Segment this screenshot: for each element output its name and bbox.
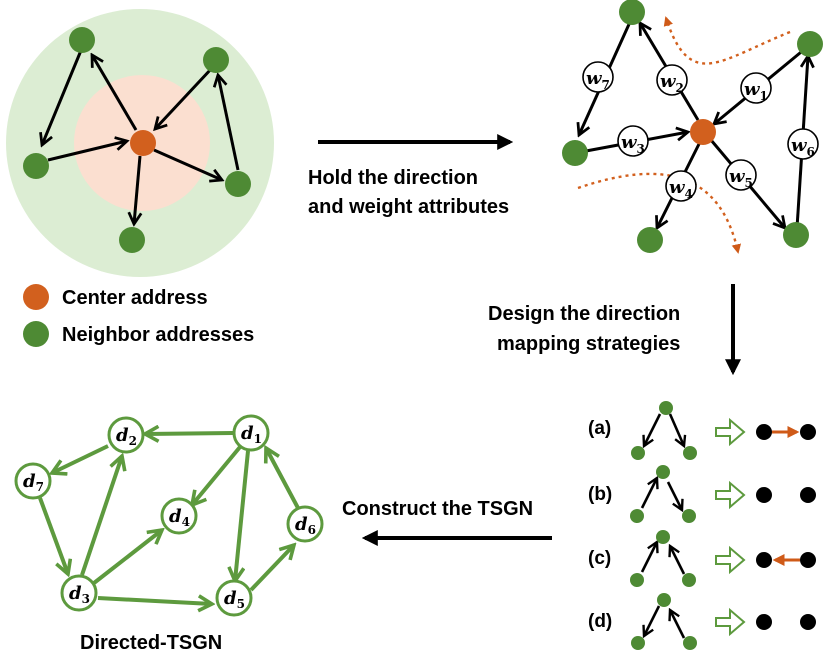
hold-label-line2: and weight attributes — [308, 196, 509, 218]
neighbor-node — [619, 0, 645, 25]
ego-edge — [92, 55, 138, 131]
svg-text:w7: w7 — [586, 68, 610, 92]
legend-neighbor-label: Neighbor addresses — [62, 324, 254, 346]
svg-text:w4: w4 — [669, 177, 693, 201]
weight-badge: w7 — [582, 61, 614, 93]
svg-text:d4: d4 — [169, 506, 190, 529]
construct-label: Construct the TSGN — [342, 498, 533, 520]
strategy-d: (d) — [588, 593, 816, 650]
neighbor-node — [797, 31, 823, 57]
ego-edge — [218, 75, 240, 171]
svg-text:w3: w3 — [621, 132, 645, 156]
strategy-b-label: (b) — [588, 484, 612, 505]
center-node — [130, 130, 156, 156]
ego-graph — [6, 9, 274, 277]
svg-text:w5: w5 — [729, 166, 753, 190]
tsgn-edge — [80, 456, 122, 576]
ego-edge — [134, 155, 140, 224]
tsgn-node-d3: d3 — [60, 574, 98, 612]
weighted-graph: w1 w2 w3 w4 w5 w6 w7 — [562, 0, 823, 254]
neighbor-node — [637, 227, 663, 253]
strategy-a-label: (a) — [588, 418, 611, 439]
svg-text:d5: d5 — [224, 588, 245, 611]
center-node — [690, 119, 716, 145]
tsgn-node-d6: d6 — [286, 505, 324, 543]
hold-label-line1: Hold the direction — [308, 167, 478, 189]
neighbor-node — [562, 140, 588, 166]
strategy-d-label: (d) — [588, 611, 612, 632]
svg-text:d2: d2 — [116, 425, 137, 448]
tsgn-edge — [192, 445, 242, 505]
svg-text:d3: d3 — [69, 583, 90, 606]
svg-text:d6: d6 — [295, 514, 316, 537]
svg-text:w1: w1 — [744, 79, 768, 103]
transform-arrow — [715, 480, 746, 510]
weight-badge: w4 — [665, 170, 697, 202]
neighbor-node — [225, 171, 251, 197]
legend-center-label: Center address — [62, 287, 208, 309]
tsgn-edge — [52, 444, 109, 473]
directed-tsgn-title: Directed-TSGN — [80, 632, 222, 654]
transform-arrow — [715, 607, 746, 637]
weight-badge: w3 — [617, 125, 649, 157]
svg-text:d1: d1 — [241, 423, 262, 446]
ego-edge — [47, 141, 127, 162]
svg-text:w6: w6 — [791, 135, 815, 159]
strategy-a: (a) — [588, 401, 816, 460]
svg-text:d7: d7 — [23, 471, 44, 494]
neighbor-node — [23, 153, 49, 179]
strategy-c-label: (c) — [588, 548, 611, 569]
weight-badge: w2 — [656, 64, 688, 96]
ego-edge — [153, 148, 222, 180]
tsgn-edge — [249, 545, 294, 592]
neighbor-node — [119, 227, 145, 253]
tsgn-node-d4: d4 — [160, 497, 198, 535]
transform-arrow — [715, 417, 746, 447]
legend-center-swatch — [23, 284, 49, 310]
tsgn-edge — [92, 530, 162, 585]
tsgn-node-d2: d2 — [107, 416, 145, 454]
ego-edge — [155, 66, 214, 129]
neighbor-node — [783, 222, 809, 248]
legend: Center address Neighbor addresses — [23, 284, 254, 347]
transform-arrow — [715, 545, 746, 575]
tsgn-edge — [145, 433, 234, 434]
neighbor-node — [69, 27, 95, 53]
tsgn-edge — [97, 598, 212, 604]
tsgn-edge — [266, 448, 300, 509]
svg-text:w2: w2 — [660, 71, 684, 95]
design-label-line2: mapping strategies — [497, 333, 680, 355]
direction-hint-curve — [663, 16, 791, 65]
strategy-b: (b) — [588, 465, 816, 523]
weight-badge: w1 — [740, 72, 772, 104]
tsgn-node-d1: d1 — [232, 414, 270, 452]
weight-badge: w6 — [787, 128, 819, 160]
legend-neighbor-swatch — [23, 321, 49, 347]
weight-badge: w5 — [725, 159, 757, 191]
tsgn-edge — [38, 497, 68, 574]
ego-edge — [42, 47, 84, 145]
tsgn-node-d5: d5 — [215, 579, 253, 617]
tsgn-node-d7: d7 — [14, 462, 52, 500]
design-label-line1: Design the direction — [488, 303, 680, 325]
neighbor-node — [203, 47, 229, 73]
tsgn-edge — [235, 450, 250, 581]
directed-tsgn: d1 d2 d3 d4 d5 d6 d7 Directed-TSGN — [14, 414, 324, 654]
strategy-c: (c) — [588, 530, 816, 587]
